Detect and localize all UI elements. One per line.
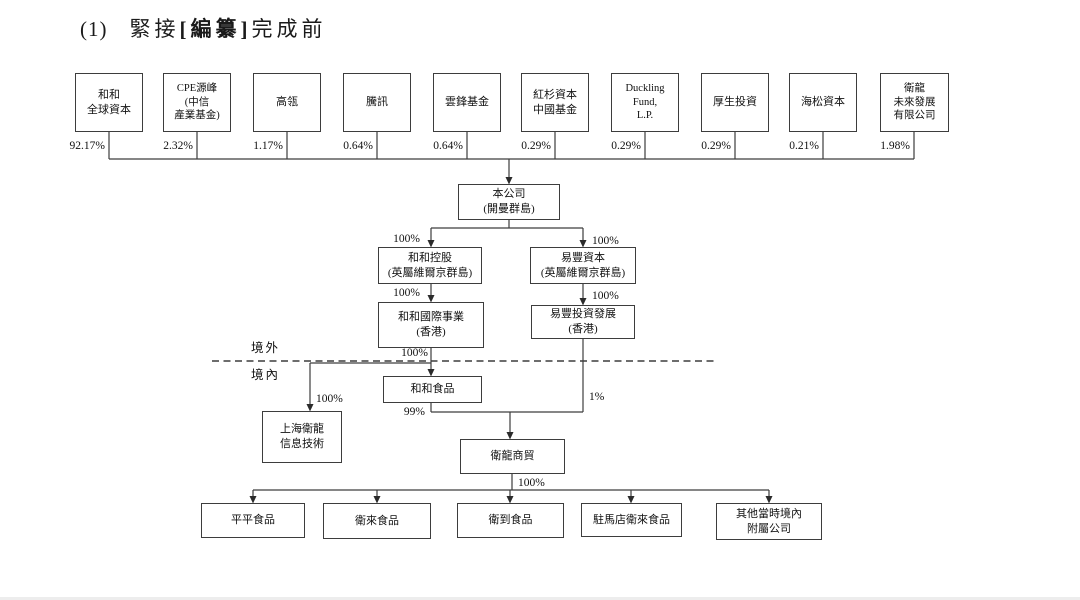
company-box: 本公司 (開曼群島) [458, 184, 560, 220]
pct-hehe-food: 100% [401, 347, 428, 359]
pct-hehe-global-capital: 92.17% [69, 140, 105, 152]
pct-housheng-invest: 0.29% [701, 140, 731, 152]
yifeng-capital-box: 易豐資本 (英屬維爾京群島) [530, 247, 636, 284]
pct-tencent: 0.64% [343, 140, 373, 152]
subsidiary-box-weidao-food: 衛到食品 [457, 503, 564, 538]
shareholder-box-cpe-yuanfeng: CPE源峰 (中信 產業基金) [163, 73, 231, 132]
onshore-label: 境內 [251, 368, 281, 382]
title-text: 緊接[編纂]完成前 [130, 13, 327, 43]
pct-subsidiaries: 100% [518, 477, 545, 489]
title-post: 完成前 [251, 17, 327, 41]
shareholder-box-housheng-invest: 厚生投資 [701, 73, 769, 132]
weilong-trading-box: 衛龍商貿 [460, 439, 565, 474]
page-title: (1) 緊接[編纂]完成前 [80, 13, 327, 43]
hehe-holding-box: 和和控股 (英屬維爾京群島) [378, 247, 482, 284]
offshore-label: 境外 [251, 341, 281, 355]
pct-cpe-yuanfeng: 2.32% [163, 140, 193, 152]
shareholder-box-sequoia-china: 紅杉資本 中國基金 [521, 73, 589, 132]
yifeng-invest-box: 易豐投資發展 (香港) [531, 305, 635, 339]
shareholder-box-haisong-capital: 海松資本 [789, 73, 857, 132]
pct-sequoia-china: 0.29% [521, 140, 551, 152]
subsidiary-box-weilai-food: 衛來食品 [323, 503, 431, 539]
pct-hillhouse: 1.17% [253, 140, 283, 152]
pct-trading-from-yifeng: 1% [589, 391, 605, 403]
shareholder-box-hehe-global-capital: 和和 全球資本 [75, 73, 143, 132]
pct-haisong-capital: 0.21% [789, 140, 819, 152]
hehe-international-box: 和和國際事業 (香港) [378, 302, 484, 348]
arrowheads [249, 177, 773, 504]
pct-hehe-holding: 100% [393, 233, 420, 245]
pct-duckling-fund: 0.29% [611, 140, 641, 152]
hehe-food-box: 和和食品 [383, 376, 482, 403]
subsidiary-box-zhumadian-weilai: 駐馬店衛來食品 [581, 503, 682, 537]
pct-shanghai-weilong: 100% [316, 393, 343, 405]
shareholder-box-weilong-future: 衛龍 未來發展 有限公司 [880, 73, 949, 132]
subsidiary-box-other-onshore: 其他當時境內 附屬公司 [716, 503, 822, 540]
pct-yifeng-invest: 100% [592, 290, 619, 302]
title-pre: 緊接 [129, 17, 180, 41]
pct-hehe-international: 100% [393, 287, 420, 299]
shareholder-box-duckling-fund: Duckling Fund, L.P. [611, 73, 679, 132]
pct-trading-from-hehe-food: 99% [403, 406, 425, 418]
title-index: (1) [80, 17, 108, 41]
pct-yunfeng-fund: 0.64% [433, 140, 463, 152]
pct-weilong-future: 1.98% [880, 140, 910, 152]
subsidiary-box-pingping-food: 平平食品 [201, 503, 305, 538]
shareholder-box-hillhouse: 高瓴 [253, 73, 321, 132]
title-redacted: [編纂] [179, 17, 252, 41]
shareholder-box-yunfeng-fund: 雲鋒基金 [433, 73, 501, 132]
bottom-rule [0, 597, 1080, 600]
shareholder-box-tencent: 騰訊 [343, 73, 411, 132]
shanghai-weilong-box: 上海衛龍 信息技術 [262, 411, 342, 463]
pct-yifeng-capital: 100% [592, 235, 619, 247]
